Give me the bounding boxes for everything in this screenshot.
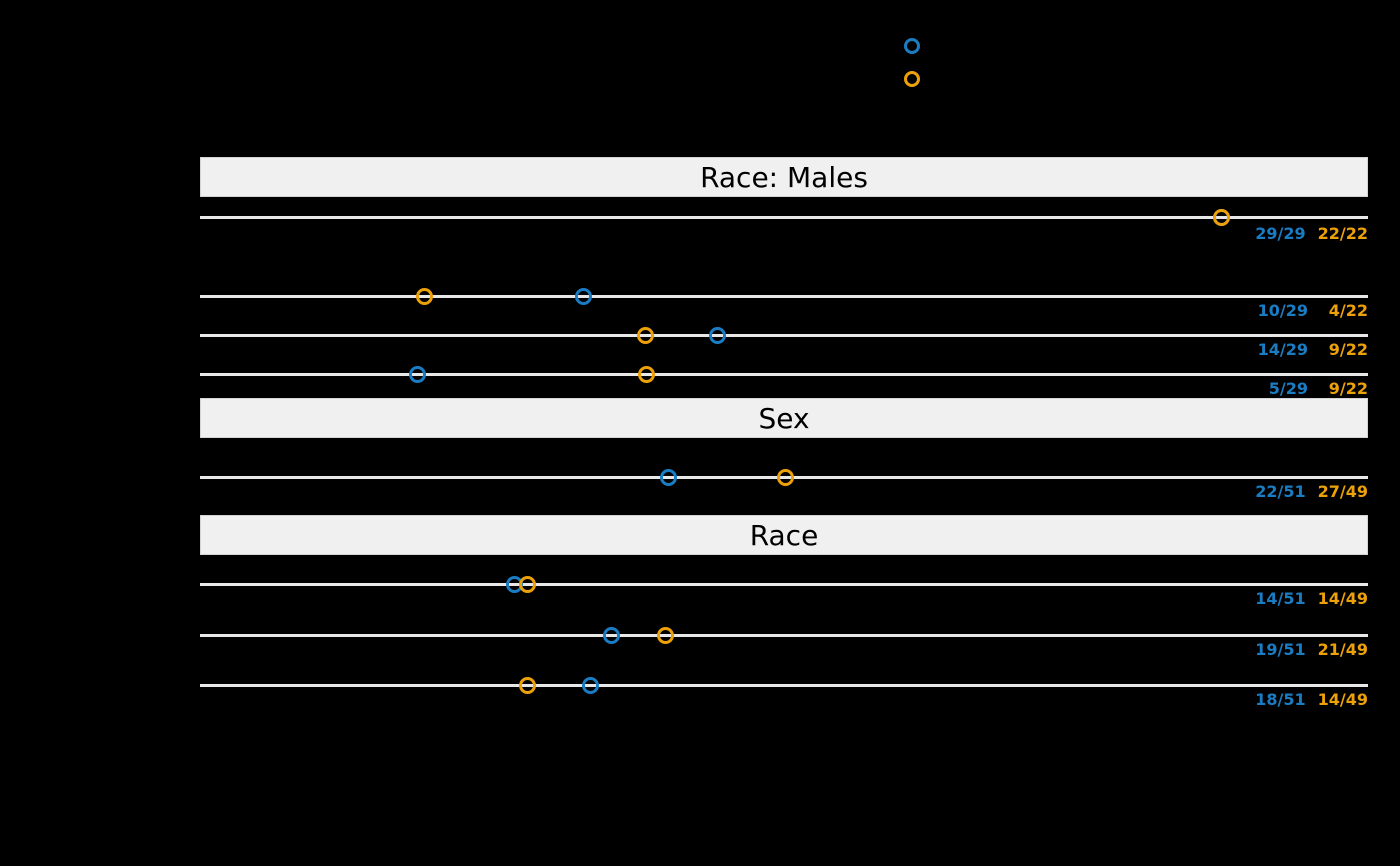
data-row-line (200, 295, 1368, 298)
data-row-line (200, 684, 1368, 687)
open-circle-icon (904, 71, 920, 87)
fraction-series-b: 14/49 (1317, 690, 1368, 709)
section-header-banner: Sex (200, 398, 1368, 438)
fraction-series-b: 9/22 (1328, 340, 1368, 359)
data-point-marker (519, 677, 536, 694)
data-row-line (200, 583, 1368, 586)
row-fraction-annotations: 29/29 22/22 (1252, 224, 1368, 243)
legend-entry-series-a (880, 35, 930, 57)
data-point-marker (575, 288, 592, 305)
data-point-marker (1213, 209, 1230, 226)
fraction-series-b: 21/49 (1317, 640, 1368, 659)
section-header-label: Race (749, 518, 819, 552)
data-point-marker (603, 627, 620, 644)
data-row-line (200, 634, 1368, 637)
row-fraction-annotations: 19/51 21/49 (1252, 640, 1368, 659)
data-point-marker (416, 288, 433, 305)
row-fraction-annotations: 22/51 27/49 (1252, 482, 1368, 501)
data-point-marker (777, 469, 794, 486)
fraction-series-a: 19/51 (1255, 640, 1306, 659)
data-point-marker (709, 327, 726, 344)
row-fraction-annotations: 14/29 9/22 (1254, 340, 1368, 359)
fraction-series-b: 22/22 (1317, 224, 1368, 243)
data-point-marker (638, 366, 655, 383)
legend-entry-series-b (880, 68, 930, 90)
data-row-line (200, 373, 1368, 376)
chart-legend (880, 28, 1140, 98)
open-circle-icon (904, 38, 920, 54)
row-fraction-annotations: 5/29 9/22 (1254, 379, 1368, 398)
fraction-series-a: 10/29 (1257, 301, 1308, 320)
fraction-series-b: 27/49 (1317, 482, 1368, 501)
data-point-marker (582, 677, 599, 694)
section-header-banner: Race: Males (200, 157, 1368, 197)
data-point-marker (657, 627, 674, 644)
fraction-series-b: 4/22 (1328, 301, 1368, 320)
fraction-series-a: 18/51 (1255, 690, 1306, 709)
fraction-series-a: 14/51 (1255, 589, 1306, 608)
data-point-marker (660, 469, 677, 486)
fraction-series-a: 5/29 (1268, 379, 1308, 398)
row-fraction-annotations: 18/51 14/49 (1252, 690, 1368, 709)
data-point-marker (519, 576, 536, 593)
fraction-series-a: 29/29 (1255, 224, 1306, 243)
section-header-label: Race: Males (700, 160, 868, 194)
data-point-marker (409, 366, 426, 383)
row-fraction-annotations: 10/29 4/22 (1254, 301, 1368, 320)
fraction-series-a: 14/29 (1257, 340, 1308, 359)
section-header-banner: Race (200, 515, 1368, 555)
section-header-label: Sex (758, 401, 810, 435)
fraction-series-a: 22/51 (1255, 482, 1306, 501)
data-row-line (200, 216, 1368, 219)
data-row-line (200, 334, 1368, 337)
row-fraction-annotations: 14/51 14/49 (1252, 589, 1368, 608)
data-point-marker (637, 327, 654, 344)
fraction-series-b: 14/49 (1317, 589, 1368, 608)
fraction-series-b: 9/22 (1328, 379, 1368, 398)
